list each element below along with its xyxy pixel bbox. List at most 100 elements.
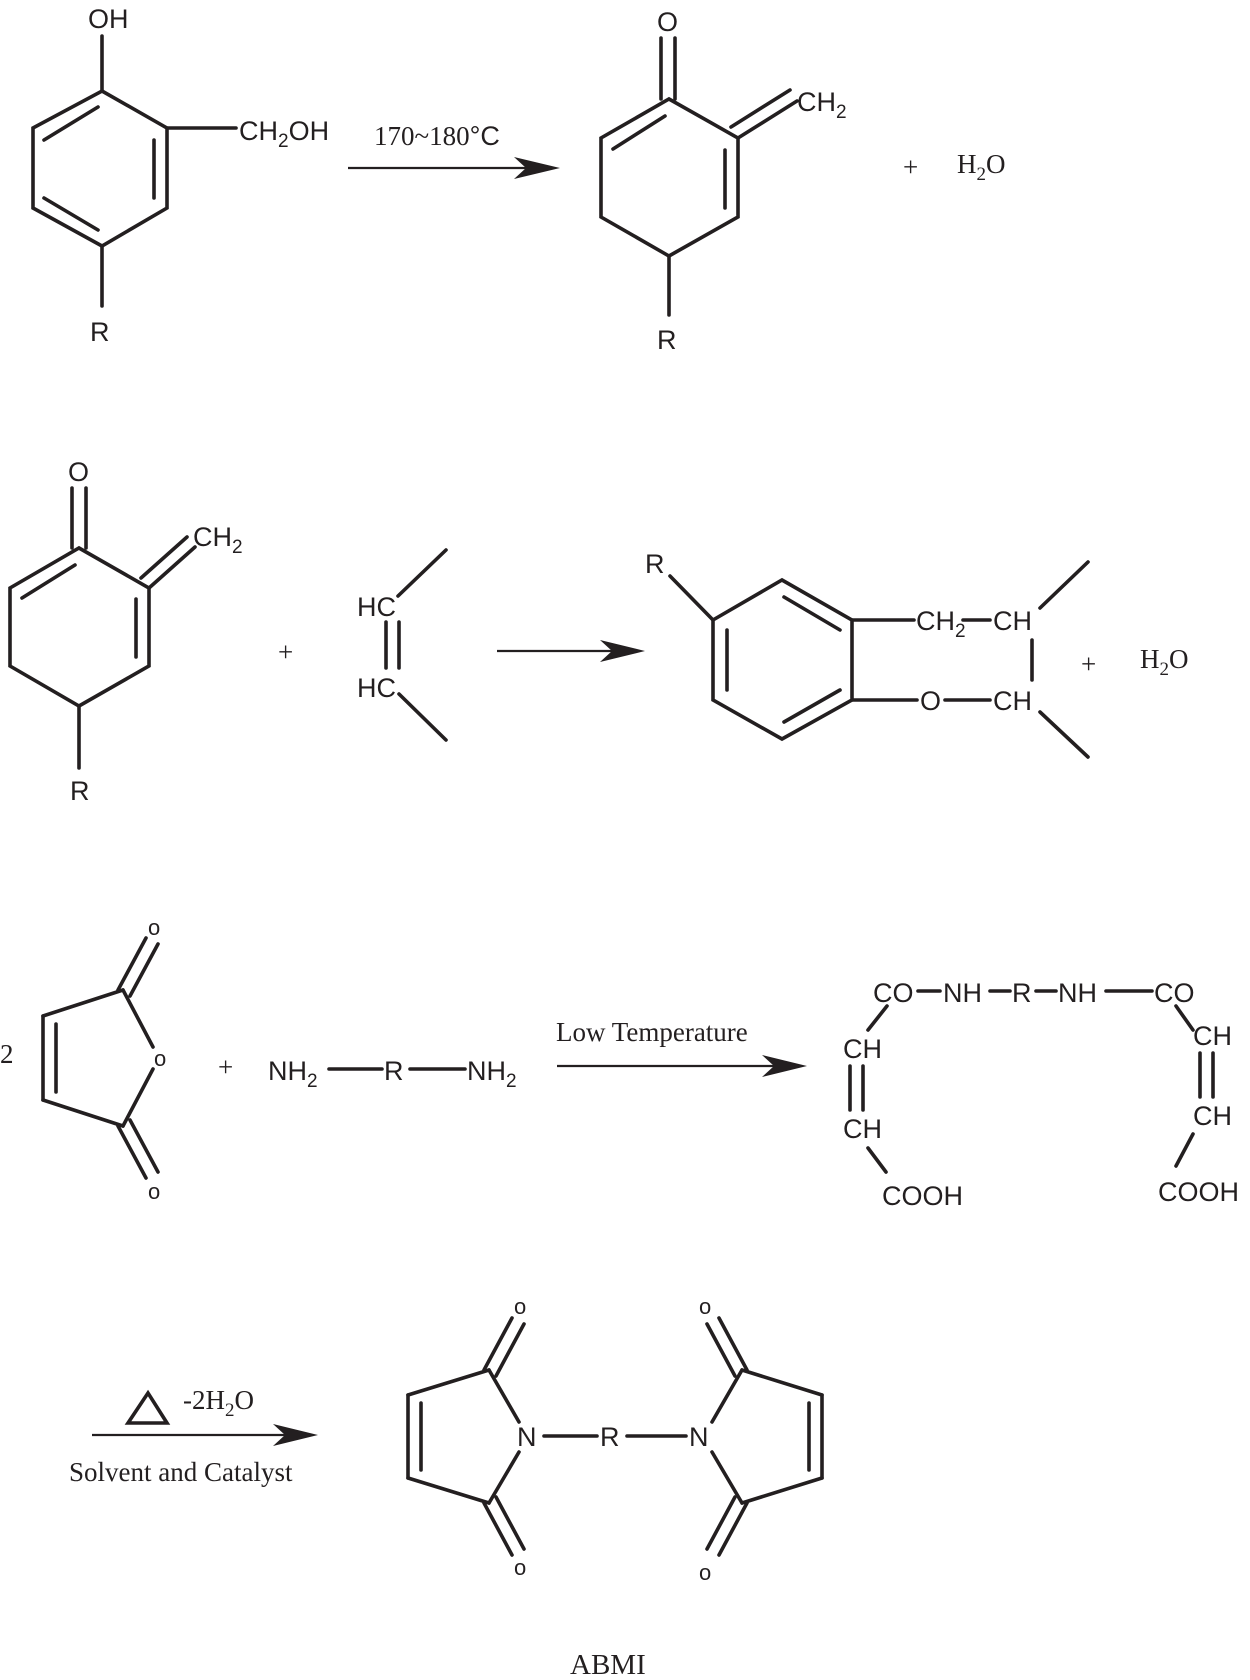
right-carbonyl-bond <box>705 1322 737 1378</box>
alkene-substituent-bond <box>396 548 448 598</box>
water-label: H2O <box>1140 644 1189 680</box>
ch-substituent-bond <box>1038 560 1090 610</box>
diamine: NH2 R NH2 <box>268 1056 517 1092</box>
ring-bond <box>121 988 155 1049</box>
amine-left: NH2 <box>268 1056 318 1092</box>
oxo-label: O <box>68 457 89 487</box>
methylol-label: CH2OH <box>239 116 329 152</box>
carbonyl-oxygen-top-right: o <box>699 1294 711 1319</box>
bismaleamic-acid: CO NH R NH CO CH CH COOH CH CH COOH <box>843 978 1239 1211</box>
carbonyl-bond <box>128 1118 160 1174</box>
oxo-label: O <box>657 7 678 37</box>
double-bond <box>782 595 842 632</box>
solvent-catalyst-condition: Solvent and Catalyst <box>69 1457 293 1487</box>
imide-nh-right: NH <box>1058 978 1097 1008</box>
ch-substituent-bond <box>1038 710 1090 759</box>
alkene-substituent-bond <box>397 692 448 742</box>
reaction4-arrow: -2H2O Solvent and Catalyst <box>69 1385 318 1487</box>
carbonyl-oxygen-top: o <box>148 915 160 940</box>
left-carbonyl-bond <box>482 1501 514 1557</box>
reaction3-arrow: Low Temperature <box>556 1017 807 1077</box>
plus-sign: + <box>278 637 293 667</box>
imide-n-left: N <box>517 1422 537 1452</box>
benzene-ring <box>31 88 169 249</box>
alkene-ch-bottom: HC <box>357 673 396 703</box>
ring-oxygen-label: O <box>920 686 941 716</box>
ring-bond <box>41 1098 125 1128</box>
water-label: H2O <box>957 149 1006 185</box>
right-ring-bond <box>710 1368 744 1424</box>
right-carbonyl-bond <box>717 1316 749 1372</box>
imide-n-right: N <box>689 1422 709 1452</box>
right-arm-bond <box>1174 1004 1195 1032</box>
product2-chroman: R CH2 CH O CH <box>645 549 1090 759</box>
reaction1-arrow: 170~180°C <box>348 121 560 179</box>
carbonyl-oxygen-bottom-right: o <box>699 1560 711 1585</box>
carbonyl-right: CO <box>1154 978 1195 1008</box>
methylene-bond <box>729 88 792 129</box>
methylene-bond <box>139 535 189 580</box>
water-removed-label: -2H2O <box>183 1385 254 1421</box>
reactant1-phenol: OH CH2OH R <box>31 4 329 347</box>
carbonyl-oxygen-bottom-left: o <box>514 1555 526 1580</box>
low-temperature-condition: Low Temperature <box>556 1017 748 1047</box>
substituent-r-label: R <box>657 325 677 355</box>
bismaleimide-r-label: R <box>600 1422 620 1452</box>
alkene-reactant: HC HC <box>357 548 448 742</box>
alkene-ch-top: HC <box>357 592 396 622</box>
heat-triangle-icon <box>124 1389 171 1425</box>
left-ring-bond <box>487 1450 521 1505</box>
carboxyl-right: COOH <box>1158 1177 1239 1207</box>
left-ring-bond <box>406 1476 491 1505</box>
quinoid-ring <box>599 96 740 259</box>
alkene-ch-right-2: CH <box>1193 1101 1232 1131</box>
bismaleamic-r-label: R <box>1012 978 1032 1008</box>
left-carbonyl-bond <box>482 1316 514 1372</box>
product1-quinone-methide: O CH2 R <box>599 7 847 355</box>
carbonyl-oxygen-bottom: o <box>148 1179 160 1204</box>
left-arm-bond <box>866 1004 889 1032</box>
double-bond <box>782 688 842 724</box>
alkene-ch-right-1: CH <box>1193 1021 1232 1051</box>
carbonyl-bond <box>128 942 160 998</box>
product-name-abmi: ABMI <box>570 1649 646 1680</box>
reaction2: O CH2 R + HC HC <box>8 457 1189 806</box>
left-carbonyl-bond <box>494 1322 526 1378</box>
alkene-ch-left-2: CH <box>843 1114 882 1144</box>
bismaleimide: o o N R N o o <box>406 1294 824 1585</box>
ch2-label: CH2 <box>916 606 966 642</box>
stoichiometric-coefficient: 2 <box>0 1039 14 1069</box>
double-bond <box>42 105 100 142</box>
substituent-r-label: R <box>645 549 665 579</box>
left-arm-bond <box>866 1146 888 1174</box>
methylene-bond <box>736 99 799 140</box>
double-bond <box>42 196 100 232</box>
left-ring-bond <box>406 1368 491 1397</box>
carbonyl-bond <box>116 1124 148 1180</box>
plus-sign: + <box>903 152 918 182</box>
r-bond <box>668 574 715 622</box>
right-carbonyl-bond <box>717 1501 749 1557</box>
plus-sign: + <box>218 1052 233 1082</box>
substituent-r-label: R <box>90 317 110 347</box>
substituent-r-label: R <box>70 776 90 806</box>
double-bond <box>20 563 77 600</box>
ring-oxygen: o <box>154 1046 166 1071</box>
carboxyl-left: COOH <box>882 1181 963 1211</box>
methylene-label: CH2 <box>797 87 847 123</box>
ring-bond <box>41 988 125 1018</box>
left-ring-bond <box>487 1368 521 1424</box>
carbonyl-left: CO <box>873 978 914 1008</box>
carbonyl-bond <box>116 936 148 992</box>
right-ring-bond <box>740 1368 824 1397</box>
right-arm-bond <box>1174 1132 1195 1168</box>
left-carbonyl-bond <box>494 1495 526 1551</box>
ch-bottom-label: CH <box>993 686 1032 716</box>
alkene-ch-left-1: CH <box>843 1034 882 1064</box>
double-bond <box>611 114 667 151</box>
right-carbonyl-bond <box>705 1495 737 1551</box>
right-ring-bond <box>740 1476 824 1505</box>
hydroxyl-label: OH <box>88 4 129 34</box>
maleic-anhydride: o o o <box>41 915 166 1204</box>
